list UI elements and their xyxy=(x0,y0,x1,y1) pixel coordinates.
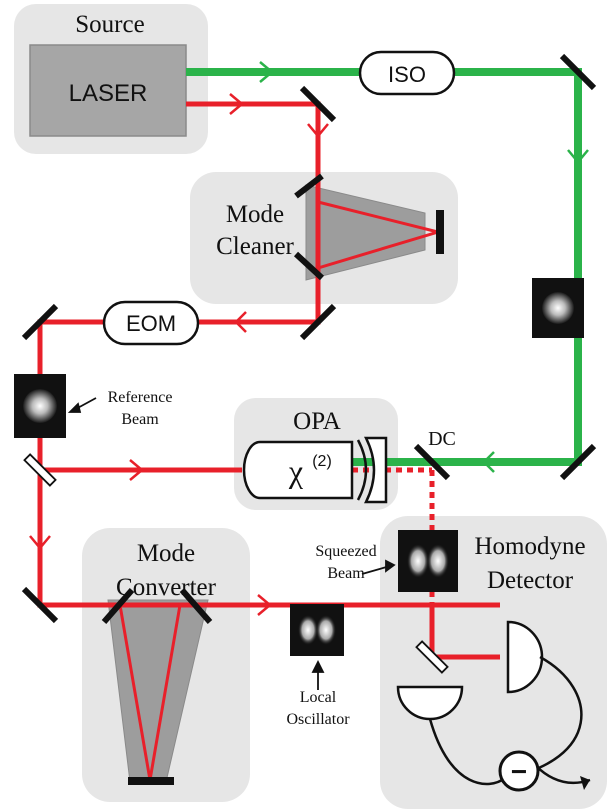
opa-crystal xyxy=(242,440,354,500)
opa-label: OPA xyxy=(293,408,341,435)
mode-cleaner-label-line2: Cleaner xyxy=(216,233,294,260)
local-oscillator-label-line1: Local xyxy=(300,689,337,706)
detector-bottom xyxy=(396,685,464,721)
homodyne-label-line2: Detector xyxy=(487,567,574,594)
reference-beamsplitter xyxy=(23,453,57,487)
homodyne-label-line1: Homodyne xyxy=(474,533,585,560)
chi-symbol: χ xyxy=(288,453,304,489)
gaussian-spot xyxy=(23,389,57,423)
annotation-arrows xyxy=(67,397,396,690)
subtractor-circle xyxy=(498,750,540,792)
hg-lobe-right xyxy=(316,615,336,645)
mode-cleaner-curved-mirror xyxy=(436,210,444,254)
isolator-label: ISO xyxy=(388,62,426,87)
detector-wire-bottom xyxy=(428,718,506,786)
laser-box xyxy=(29,44,187,137)
mode-converter-label-line1: Mode xyxy=(137,540,195,567)
mode-cleaner-ray xyxy=(316,200,444,271)
squeezed-beam-label-line1: Squeezed xyxy=(315,543,376,560)
dichroic-label: DC xyxy=(428,428,456,450)
local-oscillator-label-line2: Oscillator xyxy=(286,711,350,728)
mirrors xyxy=(21,53,597,624)
green-beam-arrows xyxy=(259,61,589,473)
hg-lobe-left xyxy=(407,544,429,578)
red-beam-arrows xyxy=(29,93,329,616)
source-label: Source xyxy=(75,11,144,38)
output-arrow-icon xyxy=(580,776,590,790)
isolator xyxy=(358,50,456,96)
subtractor-minus: − xyxy=(511,756,527,787)
hg-lobe-right xyxy=(427,544,449,578)
reference-beam-label-line1: Reference xyxy=(108,389,173,406)
chi-order: (2) xyxy=(312,453,332,470)
gaussian-spot xyxy=(542,292,574,324)
mode-converter-curved-mirror xyxy=(128,777,174,785)
squeezed-beam-label-line2: Beam xyxy=(327,565,365,582)
opa-curved-coupler xyxy=(363,436,388,504)
mode-cleaner-cavity xyxy=(305,184,426,281)
laser-label: LASER xyxy=(69,80,148,107)
eom-label: EOM xyxy=(126,311,176,336)
mode-converter-label-line2: Converter xyxy=(116,574,217,601)
mode-cleaner-label-line1: Mode xyxy=(226,201,284,228)
eom-modulator xyxy=(102,300,200,346)
opa-output-mirror xyxy=(356,439,368,501)
homodyne-beamsplitter xyxy=(415,640,449,674)
reference-beam-label-line2: Beam xyxy=(121,411,159,428)
hg-lobe-left xyxy=(298,615,318,645)
